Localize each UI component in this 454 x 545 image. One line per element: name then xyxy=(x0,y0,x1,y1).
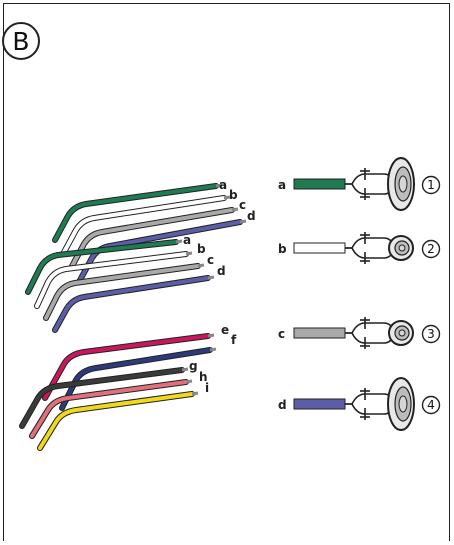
connection-4-number: 4 xyxy=(427,398,435,412)
connection-3-number-circle xyxy=(421,324,441,344)
panel-badge: B xyxy=(2,22,40,60)
connection-1-clip xyxy=(345,168,394,200)
connection-1: a 1 xyxy=(278,157,441,211)
wire-3-label-f: f xyxy=(231,333,237,347)
connection-2-clip xyxy=(345,232,394,264)
wire-3-g-tip xyxy=(181,367,189,372)
connection-3: c 3 xyxy=(278,317,441,349)
connection-4-label: d xyxy=(278,398,287,412)
wire-1-a-fill xyxy=(53,184,218,242)
wire-2-b-tip xyxy=(185,251,193,256)
wire-3-e-fill xyxy=(43,334,210,400)
wire-3-i-fill xyxy=(38,392,194,450)
speaker-oval-icon xyxy=(387,377,415,431)
connection-4-clip xyxy=(345,388,394,420)
connection-2-number-circle xyxy=(421,239,441,259)
wire-3-f-tip xyxy=(209,347,217,352)
wire-2-b-fill xyxy=(35,252,188,308)
wire-1-b-tip xyxy=(223,195,231,200)
wire-2-a-tip xyxy=(175,239,183,244)
wire-1-label-c: c xyxy=(239,198,246,212)
connection-1-wire xyxy=(293,178,346,190)
wire-2-label-d: d xyxy=(217,264,226,278)
wire-3-label-g: g xyxy=(189,359,198,373)
wire-3-h-fill xyxy=(30,380,188,438)
connection-4-wire xyxy=(293,398,346,410)
connection-3-number: 3 xyxy=(427,327,435,341)
wire-2-d-tip xyxy=(207,275,215,280)
wire-2-label-a: a xyxy=(183,233,191,247)
wire-2-d-fill xyxy=(53,276,210,332)
wire-3-g-fill xyxy=(20,368,184,428)
wire-group-2: a b c d xyxy=(25,233,226,333)
wire-2-c-tip xyxy=(197,263,205,268)
wire-1-d-tip xyxy=(239,219,247,224)
connection-4-number-circle xyxy=(421,395,441,415)
wire-1-label-a: a xyxy=(219,178,227,192)
wire-2-c-fill xyxy=(44,264,200,320)
connection-3-wire xyxy=(293,327,346,339)
wire-2-label-b: b xyxy=(197,242,206,256)
connection-2-wire xyxy=(293,242,346,254)
panel-border xyxy=(3,3,450,541)
connection-4: d 4 xyxy=(278,377,441,431)
connection-1-number: 1 xyxy=(427,178,435,192)
wire-3-e-tip xyxy=(207,333,215,338)
wire-3-label-e: e xyxy=(221,323,229,337)
wire-3-i-tip xyxy=(191,391,199,396)
wire-1-c-fill xyxy=(69,208,234,270)
connection-2-number: 2 xyxy=(427,242,435,256)
wire-1-label-b: b xyxy=(229,188,238,202)
wire-1-a-tip xyxy=(215,183,223,188)
connection-3-clip xyxy=(345,317,394,349)
connection-3-label: c xyxy=(278,327,285,341)
connection-1-number-circle xyxy=(421,175,441,195)
wire-3-label-h: h xyxy=(199,370,208,384)
speaker-oval-icon xyxy=(387,157,415,211)
wire-1-label-d: d xyxy=(247,209,256,223)
wire-3-label-i: i xyxy=(205,381,209,395)
wire-group-3: e f g h i xyxy=(19,323,237,451)
connection-2: b 2 xyxy=(278,232,441,264)
wire-1-c-tip xyxy=(231,207,239,212)
connection-2-label: b xyxy=(278,242,287,256)
wire-2-label-c: c xyxy=(207,253,214,267)
connection-1-label: a xyxy=(278,178,286,192)
speaker-round-icon xyxy=(388,320,414,346)
wire-3-h-tip xyxy=(185,379,193,384)
wire-3-f-fill xyxy=(60,348,212,410)
speaker-round-icon xyxy=(388,235,414,261)
wire-1-b-fill xyxy=(61,196,226,256)
wire-2-d xyxy=(52,275,211,333)
wire-2-a-fill xyxy=(26,240,178,294)
